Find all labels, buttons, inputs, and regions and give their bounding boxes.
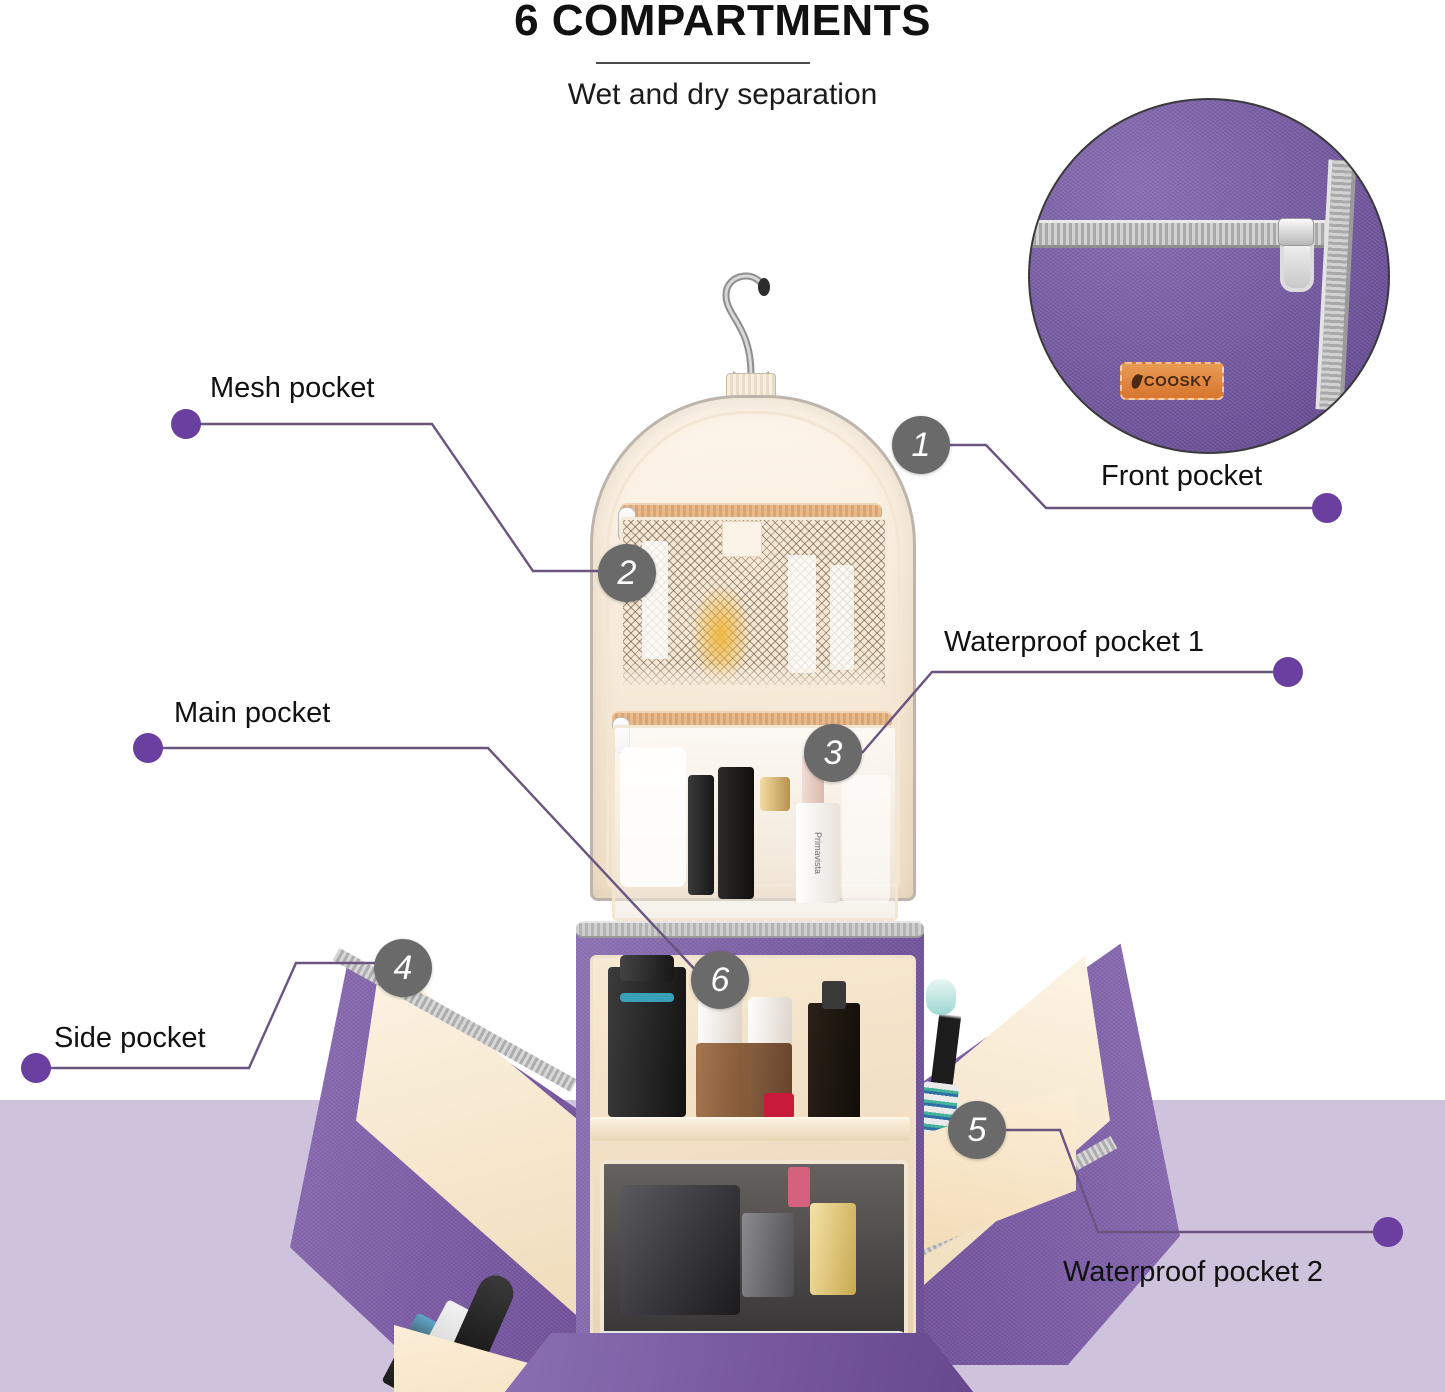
badge-waterproof-pocket-2: 5	[948, 1101, 1006, 1159]
front-pocket-inset: COOSKY	[1028, 98, 1390, 454]
leader-dot-waterproof-1	[1273, 657, 1303, 687]
mesh-item-bottle-b	[788, 555, 816, 673]
leader-line-main-pocket	[148, 746, 701, 976]
leader-line-waterproof-1	[861, 670, 1288, 754]
badge-mesh-pocket: 2	[598, 544, 656, 602]
cosmetic-white-pouch	[620, 747, 686, 887]
mesh-pocket-bottom-edge	[620, 665, 882, 691]
callout-label-main-pocket: Main pocket	[174, 697, 331, 729]
mesh-pocket-tab	[722, 521, 762, 557]
badge-side-pocket: 4	[374, 939, 432, 997]
leader-dot-front-pocket	[1312, 493, 1342, 523]
clearwin-item-gold-perfume	[810, 1203, 856, 1295]
page-subtitle: Wet and dry separation	[567, 78, 878, 111]
main-pocket-black-pump-bottle	[608, 967, 686, 1117]
brand-label: COOSKY	[1120, 362, 1224, 400]
main-pocket-spray-nozzle	[822, 981, 846, 1009]
page-title: 6 COMPARTMENTS	[514, 0, 931, 45]
hanging-hook	[696, 255, 786, 401]
inset-zipper-slider	[1278, 218, 1314, 246]
waterproof-1-tissue	[842, 775, 890, 903]
main-pocket-pump-accent	[620, 993, 674, 1002]
clearwin-item-dark-case	[620, 1185, 740, 1315]
main-pocket-pump-cap	[620, 955, 674, 981]
main-pocket-red-lipstick	[764, 1093, 794, 1119]
clearwin-item-pink-polish	[788, 1167, 810, 1207]
toothbrush-head	[926, 979, 956, 1015]
cosmetic-primavista-bottle: Primavista	[796, 803, 840, 903]
cosmetic-black-lipstick-box	[718, 767, 754, 899]
callout-label-waterproof-pocket-1: Waterproof pocket 1	[944, 626, 1205, 658]
callout-label-front-pocket: Front pocket	[1101, 460, 1263, 492]
leader-line-side-pocket	[36, 961, 378, 1070]
leader-dot-mesh-pocket	[171, 409, 201, 439]
toiletry-bag-illustration: Primavista	[290, 255, 1180, 1392]
leader-line-waterproof-2	[1006, 1128, 1388, 1234]
leader-dot-main-pocket	[133, 733, 163, 763]
bag-base	[504, 1333, 974, 1392]
leader-line-mesh-pocket	[186, 422, 598, 573]
brand-name: COOSKY	[1143, 372, 1213, 390]
clearwin-item-grey-jar	[742, 1213, 794, 1297]
cosmetic-black-tube	[688, 775, 714, 895]
leader-line-front-pocket	[950, 443, 1327, 510]
main-pocket-divider-strap	[590, 1117, 910, 1141]
badge-main-pocket: 6	[691, 951, 749, 1009]
callout-label-mesh-pocket: Mesh pocket	[210, 372, 375, 404]
leader-dot-waterproof-2	[1373, 1217, 1403, 1247]
leader-dot-side-pocket	[21, 1053, 51, 1083]
title-divider	[596, 62, 810, 64]
badge-waterproof-pocket-1: 3	[804, 724, 862, 782]
callout-label-side-pocket: Side pocket	[54, 1022, 206, 1054]
callout-label-waterproof-pocket-2: Waterproof pocket 2	[1063, 1256, 1324, 1288]
main-pocket-dark-bottle	[808, 1003, 860, 1119]
mesh-item-bottle-c	[830, 565, 854, 670]
badge-front-pocket: 1	[892, 416, 950, 474]
cosmetic-gold-cap	[760, 777, 790, 811]
